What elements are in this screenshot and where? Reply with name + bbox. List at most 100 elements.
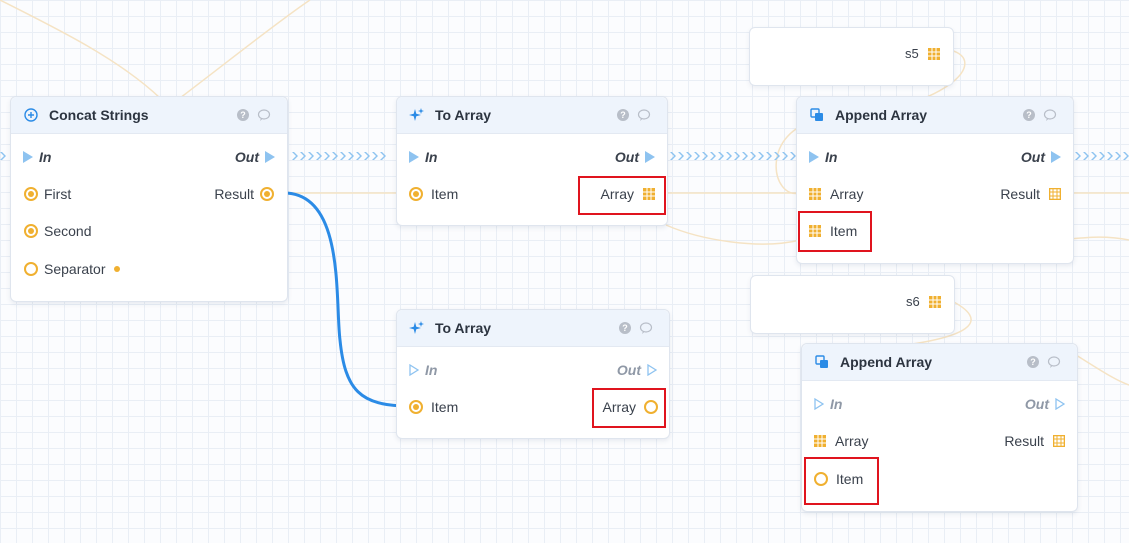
- exec-out-label: Out: [614, 149, 639, 165]
- exec-wire-chevron: [718, 152, 724, 160]
- exec-in-label: In: [825, 149, 838, 165]
- exec-wire-chevron: [348, 152, 354, 160]
- variable-name: s6: [906, 294, 920, 309]
- node-header[interactable]: Append Array ?: [802, 344, 1077, 381]
- comment-icon[interactable]: [257, 108, 271, 122]
- node-header[interactable]: To Array ?: [397, 97, 667, 134]
- exec-in-pin[interactable]: [409, 151, 419, 163]
- item-input-pin[interactable]: [814, 472, 828, 486]
- exec-in-pin[interactable]: [809, 151, 819, 163]
- array-output-pin[interactable]: [1053, 435, 1065, 447]
- variable-name: s5: [905, 46, 919, 61]
- node-header[interactable]: To Array ?: [397, 310, 669, 347]
- exec-wire-chevron: [1115, 152, 1121, 160]
- exec-wire-chevron: [750, 152, 756, 160]
- output-label-result: Result: [1000, 186, 1040, 202]
- input-label-first: First: [44, 186, 72, 202]
- string-output-pin[interactable]: [260, 187, 274, 201]
- comment-icon[interactable]: [637, 108, 651, 122]
- string-input-pin[interactable]: [24, 224, 38, 238]
- copy-icon: [810, 108, 823, 121]
- exec-out-pin[interactable]: [1051, 151, 1061, 163]
- sparkle-icon: [409, 108, 424, 121]
- exec-out-pin[interactable]: [645, 151, 655, 163]
- exec-wire-chevron: [734, 152, 740, 160]
- exec-in-pin[interactable]: [409, 364, 419, 376]
- exec-in-label: In: [425, 149, 438, 165]
- help-icon[interactable]: ?: [1027, 356, 1039, 368]
- highlight-box: [798, 211, 872, 252]
- modified-indicator: [114, 266, 120, 272]
- exec-wire-chevron: [694, 152, 700, 160]
- help-icon[interactable]: ?: [237, 109, 249, 121]
- exec-wire-chevron: [702, 152, 708, 160]
- node-append-array-1[interactable]: Append Array ? In Out Array Result Item: [796, 96, 1074, 264]
- node-title: To Array: [435, 320, 492, 336]
- output-label-array: Array: [602, 399, 636, 415]
- item-input-pin[interactable]: [809, 225, 821, 237]
- node-append-array-2[interactable]: Append Array ? In Out Array Result Item: [801, 343, 1078, 512]
- data-wire: [283, 191, 410, 408]
- exec-wire-chevron: [742, 152, 748, 160]
- exec-wire-chevron: [1091, 152, 1097, 160]
- variable-node-s6[interactable]: s6: [750, 275, 955, 334]
- exec-wire-chevron: [1083, 152, 1089, 160]
- input-label-array: Array: [830, 186, 864, 202]
- variable-node-s5[interactable]: s5: [749, 27, 954, 86]
- array-output-pin[interactable]: [644, 400, 658, 414]
- node-header[interactable]: Append Array ?: [797, 97, 1073, 134]
- array-output-pin[interactable]: [1049, 188, 1061, 200]
- exec-wire-chevron: [372, 152, 378, 160]
- exec-wire-chevron: [292, 152, 298, 160]
- exec-out-label: Out: [1020, 149, 1045, 165]
- string-input-pin[interactable]: [24, 187, 38, 201]
- exec-wire-chevron: [332, 152, 338, 160]
- help-icon[interactable]: ?: [619, 322, 631, 334]
- array-input-pin[interactable]: [809, 188, 821, 200]
- exec-wire-chevron: [1099, 152, 1105, 160]
- help-icon[interactable]: ?: [1023, 109, 1035, 121]
- exec-out-label: Out: [1024, 396, 1049, 412]
- node-to-array-1[interactable]: To Array ? In Out Item Array: [396, 96, 668, 226]
- array-grid-icon: [928, 48, 940, 60]
- exec-wire-chevron: [670, 152, 676, 160]
- comment-icon[interactable]: [639, 321, 653, 335]
- array-grid-icon: [929, 296, 941, 308]
- comment-icon[interactable]: [1043, 108, 1057, 122]
- node-title: Append Array: [840, 354, 933, 370]
- item-input-pin[interactable]: [409, 187, 423, 201]
- input-label-item: Item: [830, 223, 858, 239]
- array-output-pin[interactable]: [643, 188, 655, 200]
- array-input-pin[interactable]: [814, 435, 826, 447]
- node-to-array-2[interactable]: To Array ? In Out Item Array: [396, 309, 670, 439]
- exec-out-pin[interactable]: [1055, 398, 1065, 410]
- exec-wire-chevron: [300, 152, 306, 160]
- exec-wire-chevron: [758, 152, 764, 160]
- exec-wire-chevron: [340, 152, 346, 160]
- exec-wire-chevron: [678, 152, 684, 160]
- string-input-pin[interactable]: [24, 262, 38, 276]
- comment-icon[interactable]: [1047, 355, 1061, 369]
- highlight-box: [804, 457, 879, 505]
- exec-wire-chevron: [316, 152, 322, 160]
- help-icon[interactable]: ?: [617, 109, 629, 121]
- node-title: Concat Strings: [49, 107, 149, 123]
- exec-out-label: Out: [234, 149, 259, 165]
- exec-in-pin[interactable]: [814, 398, 824, 410]
- exec-wire-chevron: [782, 152, 788, 160]
- node-header[interactable]: Concat Strings ?: [11, 97, 287, 134]
- exec-in-label: In: [830, 396, 843, 412]
- item-input-pin[interactable]: [409, 400, 423, 414]
- exec-out-pin[interactable]: [647, 364, 657, 376]
- exec-in-pin[interactable]: [23, 151, 33, 163]
- exec-wire-chevron: [364, 152, 370, 160]
- exec-wire-chevron: [1123, 152, 1129, 160]
- exec-wire-chevron: [324, 152, 330, 160]
- exec-wire-chevron: [726, 152, 732, 160]
- node-title: To Array: [435, 107, 492, 123]
- node-concat-strings[interactable]: Concat Strings ? In Out First Result Sec…: [10, 96, 288, 302]
- exec-out-pin[interactable]: [265, 151, 275, 163]
- input-label-item: Item: [836, 471, 864, 487]
- highlight-box: [578, 176, 666, 215]
